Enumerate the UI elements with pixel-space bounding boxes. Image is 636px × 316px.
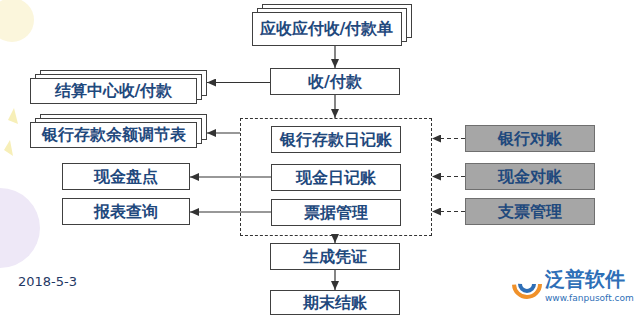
check-box: 支票管理: [465, 198, 595, 225]
decor-spark: [8, 108, 18, 124]
node-label: 报表查询: [94, 202, 158, 221]
process-box: 票据管理: [271, 199, 401, 226]
flow-arrow: [207, 132, 240, 133]
node-label: 收/付款: [308, 72, 362, 91]
process-box: 报表查询: [62, 198, 190, 225]
process-box: 现金盘点: [62, 163, 190, 190]
flow-arrow: [334, 95, 335, 118]
node-label: 期末结账: [303, 293, 367, 312]
process-box: 生成凭证: [270, 243, 400, 270]
process-box: 现金日记账: [271, 164, 401, 191]
document-stack: 银行存款余额调节表: [30, 114, 207, 148]
check-box: 现金对账: [465, 163, 595, 190]
flow-arrow: [432, 138, 465, 139]
node-label: 支票管理: [498, 202, 562, 221]
flow-arrow: [432, 176, 465, 177]
flow-arrow: [334, 270, 335, 290]
decor-blob: [0, 188, 40, 268]
node-label: 生成凭证: [303, 247, 367, 266]
process-box: 银行存款日记账: [271, 126, 401, 153]
decor-blob: [0, 0, 34, 42]
flow-arrow: [207, 82, 270, 83]
dashed-group: 银行存款日记账现金日记账票据管理: [240, 118, 432, 236]
flow-arrow: [334, 236, 335, 243]
node-label: 银行存款日记账: [280, 130, 392, 149]
document-stack: 应收应付收/付款单: [252, 4, 412, 46]
logo-icon: [514, 271, 540, 297]
node-label: 票据管理: [304, 203, 368, 222]
decor-spark: [4, 140, 13, 156]
node-label: 现金日记账: [296, 168, 376, 187]
logo-text: 泛普软件: [545, 266, 625, 293]
node-label: 现金对账: [498, 167, 562, 186]
node-label: 现金盘点: [94, 167, 158, 186]
process-box: 期末结账: [270, 290, 400, 315]
process-box: 收/付款: [270, 68, 400, 95]
flow-arrow: [190, 176, 271, 177]
flow-arrow: [190, 211, 271, 212]
node-label: 银行对账: [498, 129, 562, 148]
date-label: 2018-5-3: [18, 274, 77, 289]
node-label: 银行存款余额调节表: [42, 125, 186, 144]
flow-arrow: [334, 46, 335, 68]
check-box: 银行对账: [465, 125, 595, 152]
flow-arrow: [432, 211, 465, 212]
node-label: 结算中心收/付款: [55, 81, 173, 100]
logo-url: www.fanpusoft.com: [545, 293, 634, 303]
node-label: 应收应付收/付款单: [260, 19, 394, 38]
document-stack: 结算中心收/付款: [30, 70, 207, 104]
